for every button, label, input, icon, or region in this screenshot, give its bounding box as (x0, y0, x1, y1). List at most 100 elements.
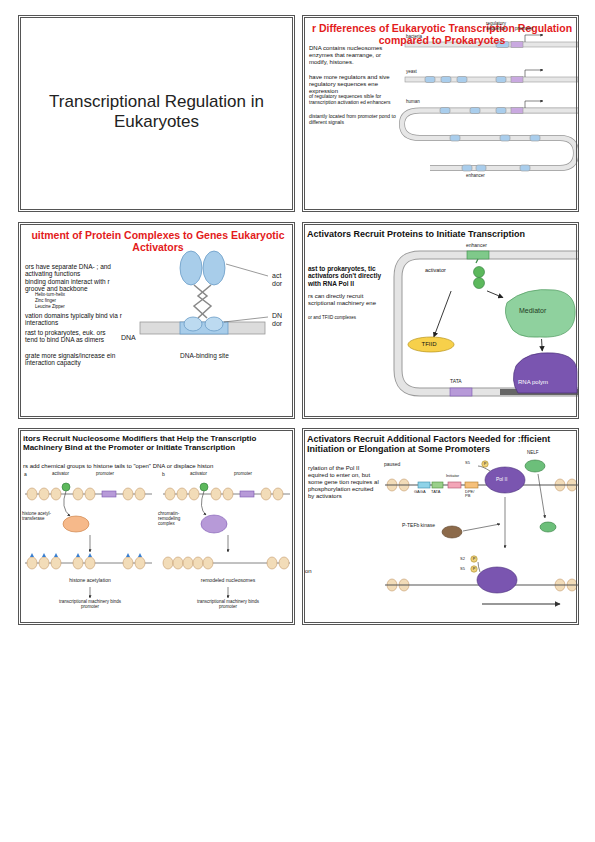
figure-label: promoter (512, 27, 536, 32)
bullet-text: binding domain interact with r groove an… (25, 278, 123, 293)
figure-label: DNA (121, 334, 136, 342)
nucleosome (203, 557, 213, 569)
acetyl-mark (88, 553, 92, 557)
figure-label: S2 (460, 557, 465, 561)
figure-label: bacteria (406, 35, 422, 40)
slide-title: Activators Recruit Proteins to Initiate … (307, 229, 577, 239)
figure-label: transcriptional machinery binds promoter (55, 600, 125, 610)
nucleosome (39, 557, 49, 569)
nucleosome (123, 488, 133, 500)
acetyl-mark (42, 553, 46, 557)
slide-title: Transcriptional Regulation in Eukaryotes (41, 92, 272, 131)
connector-arrow (541, 339, 543, 351)
nucleosome (73, 488, 83, 500)
figure-label: remodeled nucleosomes (188, 578, 268, 584)
acetyl-mark (126, 553, 130, 557)
dna-loop (398, 251, 578, 396)
activator-protein: activator (425, 265, 487, 291)
mediator-complex: Mediator (503, 287, 577, 339)
nucleosome (211, 488, 221, 500)
nucleosome (85, 488, 95, 500)
lecture-slide: Activators Recruit Additional Factors Ne… (302, 428, 579, 625)
part-label: RNA polym (518, 379, 548, 386)
nucleosome (39, 488, 49, 500)
acetyl-mark (76, 553, 80, 557)
figure-label: promoter (96, 472, 114, 477)
nucleosome (163, 557, 173, 569)
bullet-text: ast to prokaryotes, tic activators don't… (308, 265, 386, 287)
figure-label: a (24, 472, 27, 478)
bullet-text: have more regulators and sive regulatory… (309, 74, 393, 95)
figure-label: human (406, 100, 420, 105)
connector-arrow (434, 291, 451, 337)
figure-label: chromatin-remodeling complex (158, 512, 196, 527)
figure-label: TATA (450, 379, 462, 385)
rna-polymerase: RNA polym (510, 351, 577, 393)
bullet-text: Zinc finger (35, 298, 95, 303)
nucleosome (177, 488, 187, 500)
bullet-text: of regulatory sequences sible for transc… (309, 94, 401, 106)
part-label: TFIID (408, 341, 450, 348)
bullet-text: rs can directly recruit scriptional mach… (308, 293, 384, 307)
nucleosome (223, 488, 233, 500)
figure-label: Pol II (496, 477, 507, 483)
nucleosome (279, 557, 289, 569)
nucleosome (173, 557, 183, 569)
figure-label: P (482, 462, 488, 466)
nucleosome (273, 488, 283, 500)
slide-title: uitment of Protein Complexes to Genes Eu… (25, 229, 291, 253)
figure-label: regulatory sequence (482, 22, 510, 32)
nucleosome (85, 557, 95, 569)
figure-label: paused (384, 462, 400, 468)
figure-label: P (471, 567, 477, 571)
figure-label: transcriptional machinery binds promoter (193, 600, 263, 610)
acetyl-mark (138, 553, 142, 557)
figure-label: activator (52, 472, 69, 477)
figure-label: DNA-binding site (180, 352, 229, 359)
figure-label: promoter (234, 472, 252, 477)
figure-label: activator (190, 472, 207, 477)
activator-dimer (140, 251, 268, 334)
slide-title: itors Recruit Nucleosome Modifiers that … (23, 434, 293, 452)
bullet-text: rast to prokaryotes, euk. ors tend to bi… (25, 329, 117, 344)
figure-label: on (305, 568, 312, 575)
tfiid-complex: TFIID (408, 337, 454, 352)
bullet-text: vation domains typically bind via r inte… (25, 312, 123, 327)
lecture-slide: r Differences of Eukaryotic Transcriptio… (302, 15, 579, 212)
bullet-text: grate more signals/increase ein interact… (25, 352, 123, 367)
bullet-text: rs add chemical groups to histone tails … (23, 463, 293, 470)
connector-arrow (487, 291, 503, 298)
nucleosome (27, 557, 37, 569)
figure-label: S5 (460, 567, 465, 571)
bullet-text: Leucine Zipper (35, 304, 95, 309)
slide-title: r Differences of Eukaryotic Transcriptio… (309, 22, 575, 46)
bullet-text: distantly located from promoter pond to … (309, 114, 397, 126)
acetyl-mark (30, 553, 34, 557)
pol-shape (510, 351, 577, 393)
figure-label: GAGA (414, 490, 426, 494)
nucleosome (123, 557, 133, 569)
nucleosome (135, 557, 145, 569)
bullet-text: DNA contains nucleosomes enzymes that re… (309, 45, 393, 66)
bullet-text: Helix-turn-helix (35, 292, 95, 297)
figure-label: histone acetylation (50, 578, 130, 584)
figure-label: DPE/ PB (465, 490, 479, 499)
part-label: Mediator (519, 307, 546, 315)
part-label: activator (425, 267, 446, 273)
nucleosome (27, 488, 37, 500)
bullet-text: or and TFIID complexes (308, 315, 386, 320)
figure-label: P-TEFb kinase (402, 523, 438, 529)
figure-label: yeast (406, 70, 417, 75)
acetyl-mark (54, 553, 58, 557)
nucleosome (51, 488, 61, 500)
nucleosome (165, 488, 175, 500)
figure-label: S5 (465, 461, 470, 465)
figure-label: NELF (527, 451, 539, 456)
nucleosome (189, 488, 199, 500)
elongation-parts (385, 460, 578, 604)
figure-label: TATA (431, 490, 440, 494)
bullet-text: rylation of the Pol II equired to enter … (308, 465, 380, 499)
